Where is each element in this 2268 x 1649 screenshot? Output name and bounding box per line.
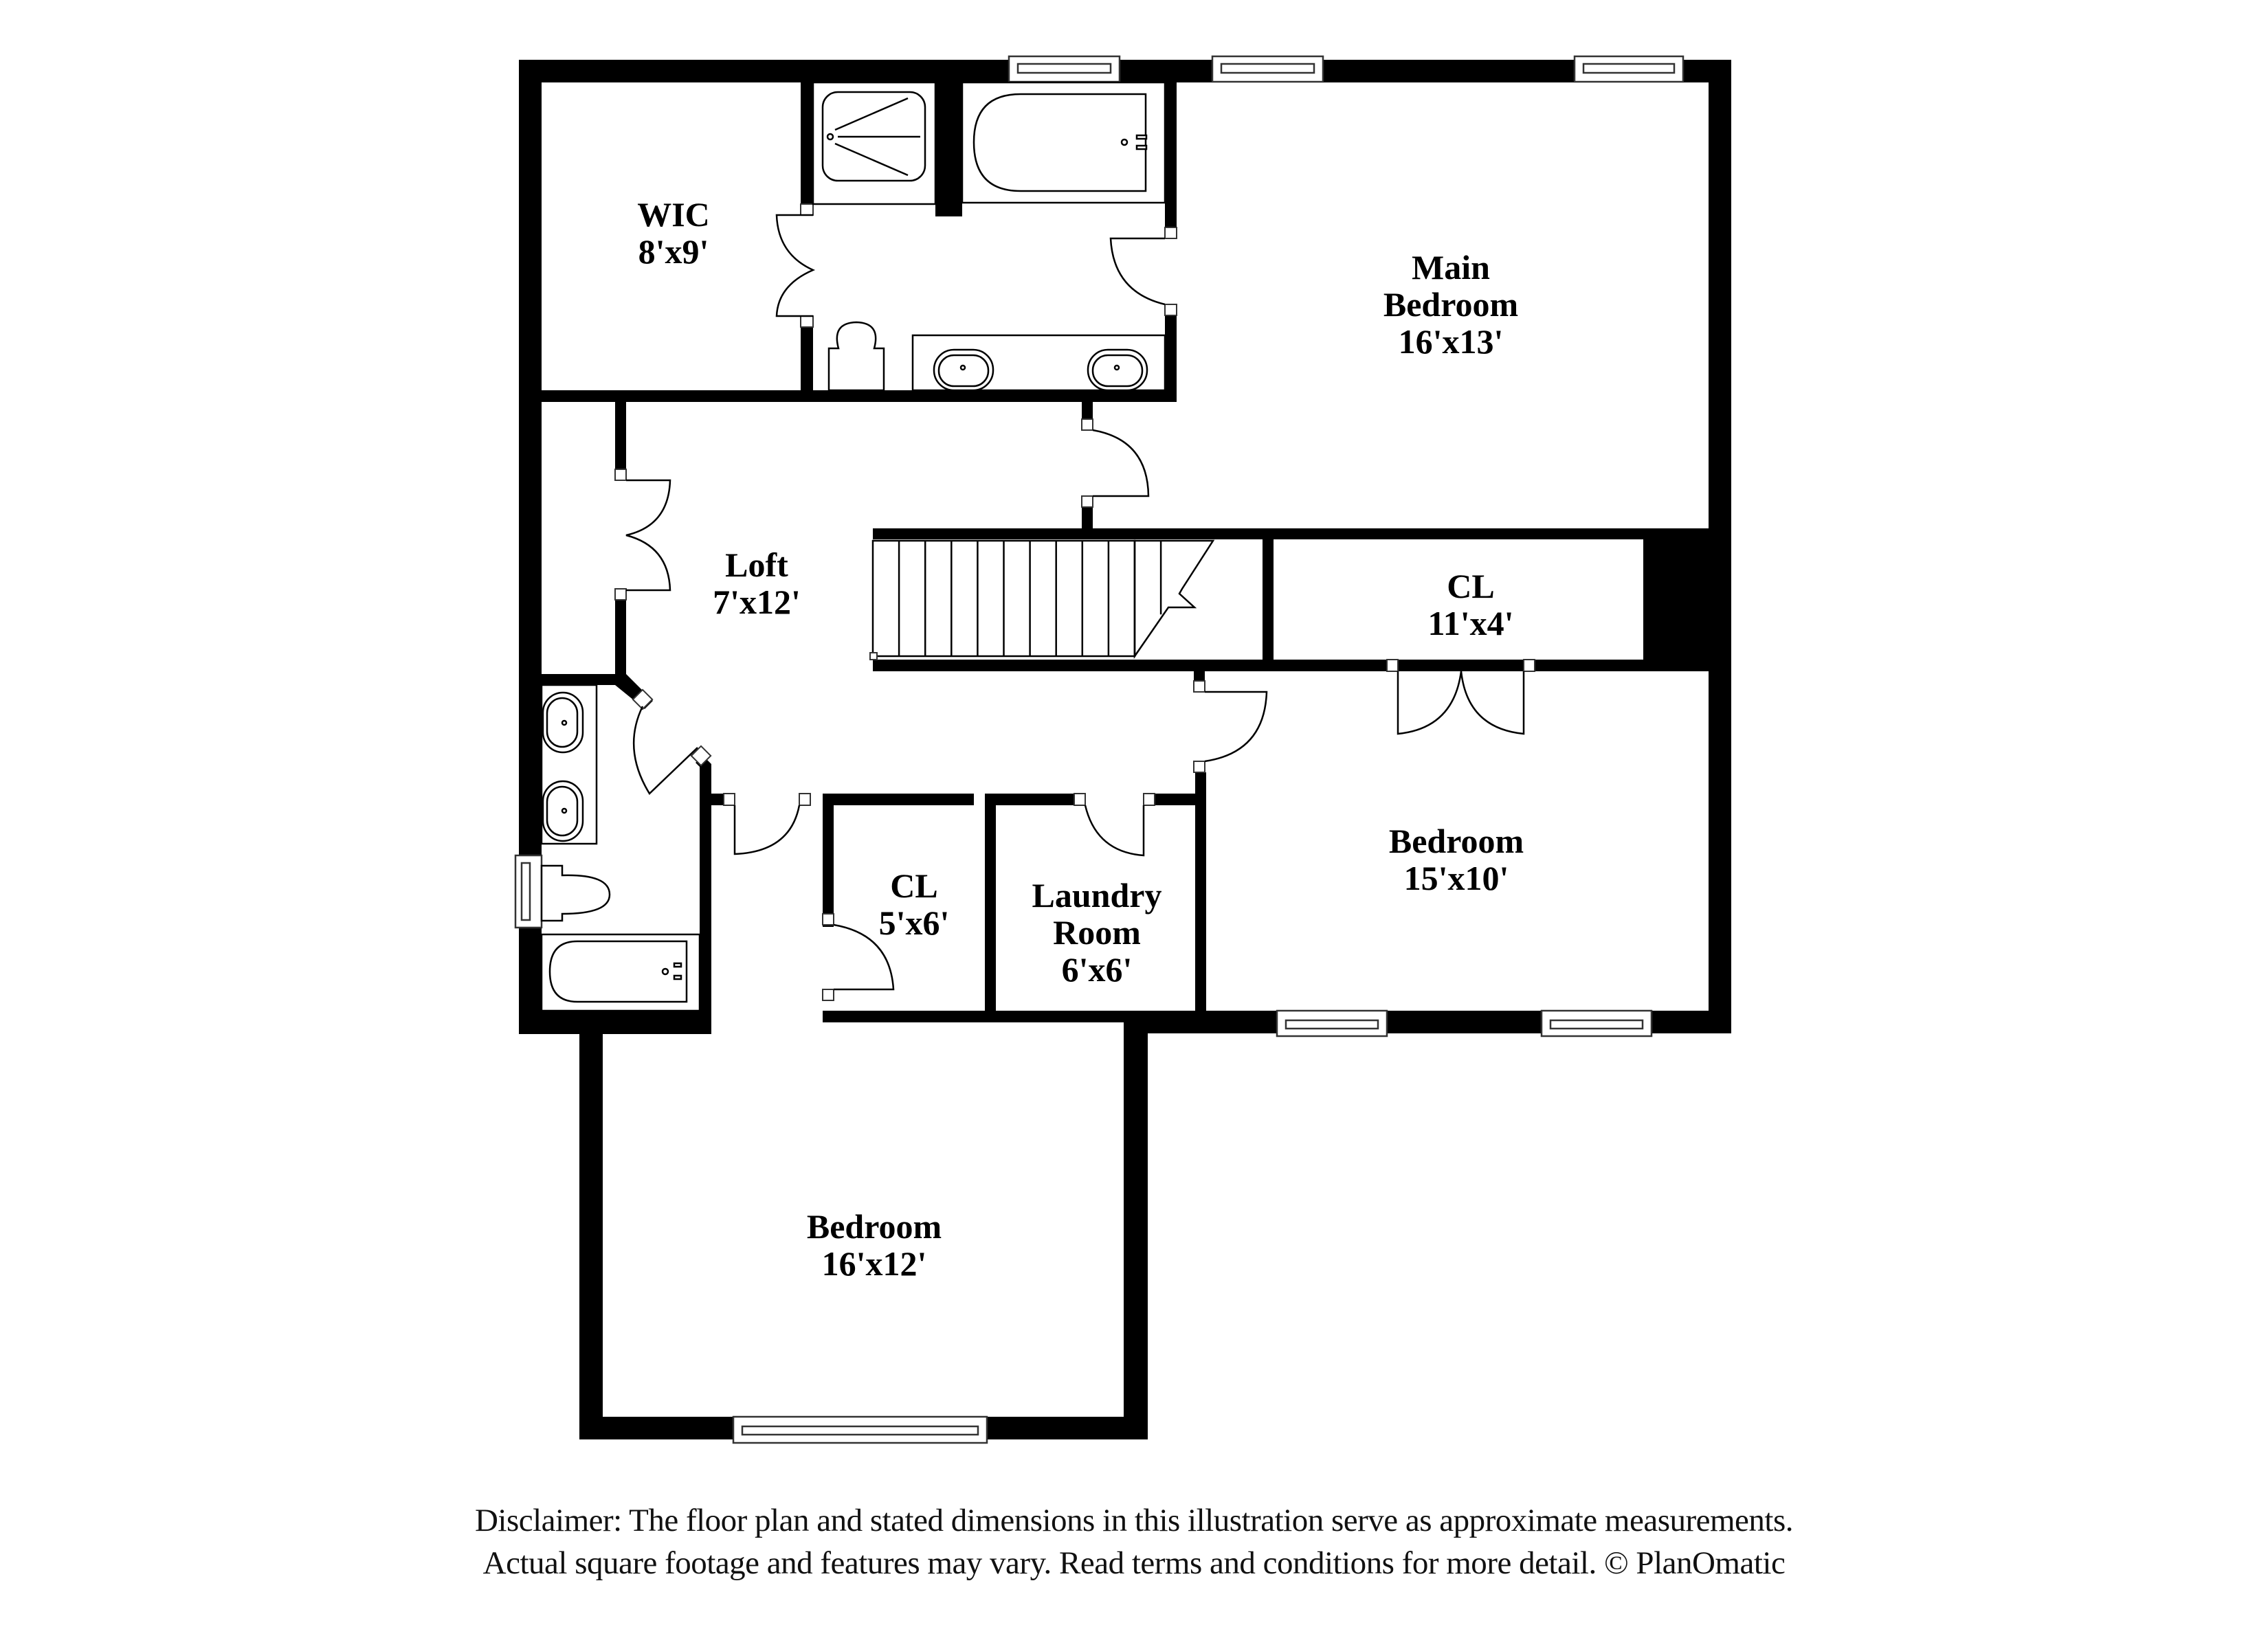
shower-icon xyxy=(812,81,937,205)
room-name: Bedroom xyxy=(1388,822,1524,860)
room-label-closet-large: CL 11'x4' xyxy=(1427,568,1513,642)
room-name: Laundry xyxy=(1032,876,1162,915)
disclaimer-line-2: Actual square footage and features may v… xyxy=(482,1545,1786,1581)
door-swing-icon xyxy=(1386,659,1535,735)
interior-walls xyxy=(542,82,1709,1022)
door-swing-icon xyxy=(723,793,811,855)
toilet-icon xyxy=(827,321,885,392)
door-swing-icon xyxy=(632,688,712,795)
room-name: WIC xyxy=(637,195,710,234)
window-icon xyxy=(1211,55,1324,83)
room-label-laundry: Laundry Room 6'x6' xyxy=(1032,877,1162,988)
room-name: Main xyxy=(1412,248,1490,287)
fixtures xyxy=(540,81,1215,1012)
door-swing-icon xyxy=(1081,418,1150,508)
window-icon xyxy=(514,854,543,929)
room-name: CL xyxy=(1447,567,1495,605)
room-label-loft: Loft 7'x12' xyxy=(713,546,801,620)
window-icon xyxy=(1540,1009,1653,1037)
room-name: Room xyxy=(1053,913,1141,952)
room-dimensions: 11'x4' xyxy=(1427,604,1514,642)
door-swing-icon xyxy=(1074,793,1155,857)
room-dimensions: 15'x10' xyxy=(1403,859,1509,897)
room-dimensions: 6'x6' xyxy=(1061,950,1133,989)
room-name: Bedroom xyxy=(1383,285,1519,324)
door-swing-icon xyxy=(1193,680,1268,773)
room-name: Loft xyxy=(725,546,788,584)
stairs-icon xyxy=(869,539,1215,660)
bathtub-icon xyxy=(961,81,1166,204)
windows xyxy=(514,55,1685,1444)
room-label-wic: WIC 8'x9' xyxy=(637,196,710,270)
sink-icon xyxy=(542,780,584,842)
door-swing-icon xyxy=(1109,227,1177,316)
room-dimensions: 16'x12' xyxy=(821,1244,927,1283)
vanity-icon xyxy=(911,334,1166,392)
room-label-main-bedroom: Main Bedroom 16'x13' xyxy=(1383,249,1518,360)
room-dimensions: 16'x13' xyxy=(1398,322,1504,361)
sink-icon xyxy=(1087,348,1148,392)
room-label-closet-small: CL 5'x6' xyxy=(879,867,950,941)
disclaimer-line-1: Disclaimer: The floor plan and stated di… xyxy=(474,1503,1794,1538)
toilet-icon xyxy=(540,864,611,922)
room-dimensions: 5'x6' xyxy=(878,904,950,942)
window-icon xyxy=(1008,55,1121,83)
doors xyxy=(614,203,1535,1001)
sink-icon xyxy=(933,348,994,392)
room-dimensions: 8'x9' xyxy=(638,232,709,271)
sink-icon xyxy=(542,691,584,754)
vanity-icon xyxy=(540,684,598,845)
room-label-bedroom-3: Bedroom 16'x12' xyxy=(807,1208,942,1282)
door-swing-icon xyxy=(822,913,895,1001)
window-icon xyxy=(1573,55,1685,83)
room-name: Bedroom xyxy=(806,1207,942,1246)
door-swing-icon xyxy=(775,203,816,328)
bathtub-icon xyxy=(540,933,701,1012)
door-swing-icon xyxy=(614,469,671,601)
room-label-bedroom-2: Bedroom 15'x10' xyxy=(1389,822,1524,897)
window-icon xyxy=(732,1415,988,1444)
room-name: CL xyxy=(890,866,938,905)
window-icon xyxy=(1276,1009,1388,1037)
room-dimensions: 7'x12' xyxy=(713,583,801,621)
